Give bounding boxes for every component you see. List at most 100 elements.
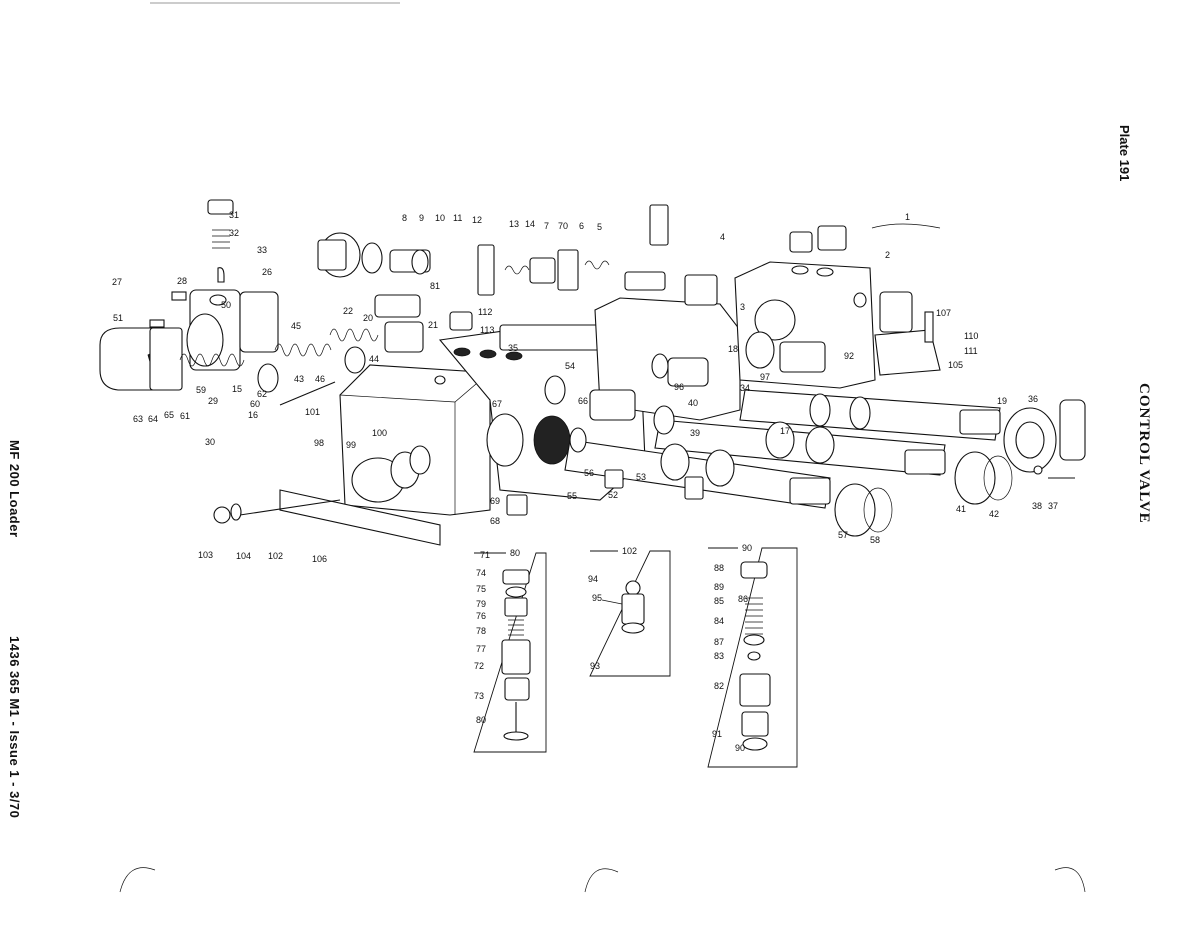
callout-58: 58: [870, 535, 880, 545]
mounting-bracket: [213, 489, 441, 546]
callout-89: 89: [714, 582, 724, 592]
callout-80: 80: [476, 715, 486, 725]
callout-53: 53: [636, 472, 646, 482]
callout-61: 61: [180, 411, 190, 421]
assembly-bracket-1: [871, 223, 941, 229]
callout-112: 112: [478, 307, 492, 317]
callout-93: 93: [590, 661, 600, 671]
callout-42: 42: [989, 509, 999, 519]
callout-20: 20: [363, 313, 373, 323]
callout-29: 29: [208, 396, 218, 406]
callout-94: 94: [588, 574, 598, 584]
callout-106: 106: [312, 554, 327, 564]
callout-35: 35: [508, 343, 518, 353]
callout-38: 38: [1032, 501, 1042, 511]
callout-34: 34: [740, 383, 750, 393]
circlips-right: [834, 399, 1086, 537]
callout-5: 5: [597, 222, 602, 232]
callout-100: 100: [372, 428, 387, 438]
punch-hole-center: [584, 868, 619, 893]
callout-63: 63: [133, 414, 143, 424]
inset-80: 80: [473, 548, 547, 753]
callout-97: 97: [760, 372, 770, 382]
callout-43: 43: [294, 374, 304, 384]
callout-75: 75: [476, 584, 486, 594]
callout-113: 113: [480, 325, 494, 335]
callout-79: 79: [476, 599, 486, 609]
callout-57: 57: [838, 530, 848, 540]
valve-body-front: [339, 364, 491, 516]
callout-76: 76: [476, 611, 486, 621]
callout-2: 2: [885, 250, 890, 260]
callout-22: 22: [343, 306, 353, 316]
callout-107: 107: [936, 308, 951, 318]
callout-74: 74: [476, 568, 486, 578]
callout-8: 8: [402, 213, 407, 223]
callout-16: 16: [248, 410, 258, 420]
callout-59: 59: [196, 385, 206, 395]
callout-71: 71: [480, 550, 490, 560]
callout-40: 40: [688, 398, 698, 408]
callout-15: 15: [232, 384, 242, 394]
callout-33: 33: [257, 245, 267, 255]
callout-41: 41: [956, 504, 966, 514]
callout-96: 96: [674, 382, 684, 392]
callout-77: 77: [476, 644, 486, 654]
callout-11: 11: [453, 213, 462, 223]
callout-67: 67: [492, 399, 502, 409]
callout-66: 66: [578, 396, 588, 406]
callout-56: 56: [584, 468, 594, 478]
callout-87: 87: [714, 637, 724, 647]
upper-fittings: [317, 204, 934, 516]
callout-99: 99: [346, 440, 356, 450]
callout-6: 6: [579, 221, 584, 231]
callout-30: 30: [205, 437, 215, 447]
callout-36: 36: [1028, 394, 1038, 404]
callout-86: 86: [738, 594, 748, 604]
callout-19: 19: [997, 396, 1007, 406]
spring-pack-left: [179, 328, 379, 406]
callout-104: 104: [236, 551, 251, 561]
callout-27: 27: [112, 277, 122, 287]
callout-85: 85: [714, 596, 724, 606]
callout-91: 91: [712, 729, 722, 739]
callout-31: 31: [229, 210, 239, 220]
callout-21: 21: [428, 320, 438, 330]
spool-middle: [654, 419, 946, 476]
punch-hole-right: [1054, 867, 1086, 893]
callout-98: 98: [314, 438, 324, 448]
callout-84: 84: [714, 616, 724, 626]
callout-14: 14: [525, 219, 535, 229]
callout-55: 55: [567, 491, 577, 501]
spool-lower: [564, 439, 831, 509]
callout-68: 68: [490, 516, 500, 526]
callout-18: 18: [728, 344, 738, 354]
callout-78: 78: [476, 626, 486, 636]
callout-4: 4: [720, 232, 725, 242]
callout-65: 65: [164, 410, 174, 420]
spool-upper: [739, 389, 1001, 441]
inset-102-label: 102: [622, 546, 637, 556]
callout-81: 81: [430, 281, 440, 291]
callout-103: 103: [198, 550, 213, 560]
callout-28: 28: [177, 276, 187, 286]
callout-9: 9: [419, 213, 424, 223]
callout-70: 70: [558, 221, 568, 231]
callout-90: 90: [735, 743, 745, 753]
callout-88: 88: [714, 563, 724, 573]
callout-17: 17: [780, 426, 790, 436]
callout-39: 39: [690, 428, 700, 438]
callout-45: 45: [291, 321, 301, 331]
callout-37: 37: [1048, 501, 1058, 511]
callout-72: 72: [474, 661, 484, 671]
callout-102: 102: [268, 551, 283, 561]
callout-105: 105: [948, 360, 963, 370]
callout-1: 1: [905, 212, 910, 222]
inset-90: 90: [707, 543, 798, 768]
callout-26: 26: [262, 267, 272, 277]
punch-hole-left: [119, 867, 156, 893]
callout-13: 13: [509, 219, 519, 229]
